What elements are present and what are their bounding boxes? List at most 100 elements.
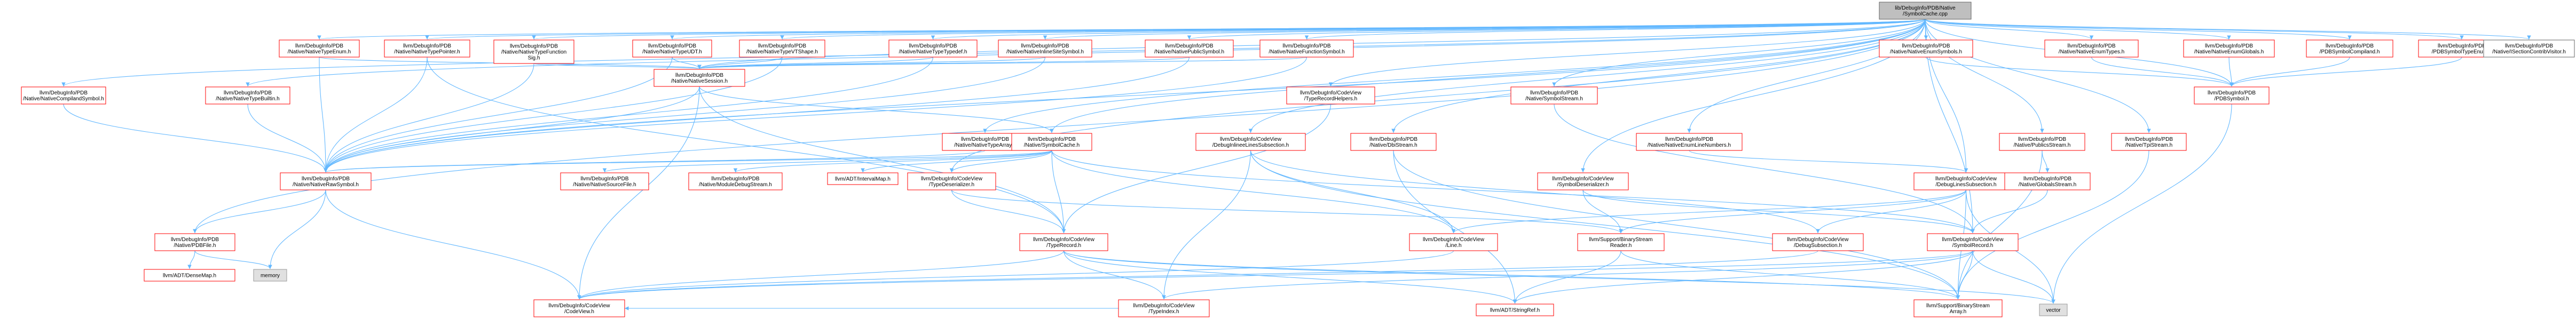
- node-session[interactable]: llvm/DebugInfo/PDB/Native/NativeSession.…: [653, 69, 745, 87]
- node-sectcontrib[interactable]: llvm/DebugInfo/PDB/Native/ISectionContri…: [2483, 39, 2575, 58]
- node-pub[interactable]: llvm/DebugInfo/PDB/Native/NativePublicSy…: [1145, 39, 1234, 58]
- dependency-edges: [61, 19, 2531, 310]
- node-pdbfile[interactable]: llvm/DebugInfo/PDB/Native/PDBFile.h: [154, 233, 235, 251]
- node-label: llvm/DebugInfo/PDB: [2326, 43, 2374, 49]
- node-raw[interactable]: llvm/DebugInfo/PDB/Native/NativeRawSymbo…: [280, 172, 372, 190]
- node-inline[interactable]: llvm/DebugInfo/PDB/Native/NativeInlineSi…: [998, 39, 1092, 58]
- dependency-edge: [325, 189, 581, 300]
- node-label: /Native/NativeTypeUDT.h: [642, 49, 702, 55]
- node-symstream[interactable]: llvm/DebugInfo/PDB/Native/SymbolStream.h: [1510, 86, 1598, 105]
- node-label: llvm/DebugInfo/PDB: [1165, 43, 1213, 49]
- node-stringref[interactable]: llvm/ADT/StringRef.h: [1476, 304, 1554, 316]
- node-enumsyms[interactable]: llvm/DebugInfo/PDB/Native/NativeEnumSymb…: [1879, 39, 1973, 58]
- dependency-edge: [951, 189, 1623, 234]
- node-label: /DebugLinesSubsection.h: [1936, 182, 1997, 188]
- dependency-edge: [324, 57, 428, 173]
- node-typeindex[interactable]: llvm/DebugInfo/CodeView/TypeIndex.h: [1118, 299, 1210, 317]
- node-label: llvm/DebugInfo/PDB: [1282, 43, 1330, 49]
- node-dbglines[interactable]: llvm/DebugInfo/CodeView/DebugInlineeLine…: [1195, 133, 1306, 151]
- node-dbistream[interactable]: llvm/DebugInfo/PDB/Native/DbiStream.h: [1350, 133, 1437, 151]
- dependency-edge: [247, 103, 328, 173]
- dependency-edge: [698, 57, 1307, 69]
- node-typerechlp[interactable]: llvm/DebugInfo/CodeView/TypeRecordHelper…: [1286, 86, 1375, 105]
- dependency-edge: [1582, 189, 1623, 234]
- node-funcsym[interactable]: llvm/DebugInfo/PDB/Native/NativeFunction…: [1259, 39, 1354, 58]
- node-box: [280, 172, 372, 190]
- node-label: Array.h: [1950, 309, 1967, 315]
- node-label: Sig.h: [528, 55, 540, 61]
- node-symdeser[interactable]: llvm/DebugInfo/CodeView/SymbolDeserializ…: [1537, 172, 1629, 190]
- node-box: [205, 86, 290, 105]
- node-label: llvm/DebugInfo/PDB: [1665, 137, 1713, 142]
- node-line[interactable]: llvm/DebugInfo/CodeView/Line.h: [1409, 233, 1498, 251]
- node-builtin[interactable]: llvm/DebugInfo/PDB/Native/NativeTypeBuil…: [205, 86, 290, 105]
- node-dbgsub[interactable]: llvm/DebugInfo/CodeView/DebugSubsection.…: [1772, 233, 1864, 251]
- node-label: /Native/NativeTypeBuiltin.h: [216, 96, 280, 102]
- node-label: llvm/DebugInfo/CodeView: [921, 176, 983, 182]
- node-srcfile[interactable]: llvm/DebugInfo/PDB/Native/NativeSourceFi…: [560, 172, 649, 190]
- dependency-edge: [2091, 57, 2234, 87]
- node-pdbcmpl[interactable]: llvm/DebugInfo/PDB/PDBSymbolCompiland.h: [2306, 39, 2393, 58]
- node-moddbg[interactable]: llvm/DebugInfo/PDB/Native/ModuleDebugStr…: [688, 172, 783, 190]
- node-label: llvm/DebugInfo/PDB: [1028, 137, 1076, 142]
- dependency-edge: [1581, 19, 1926, 173]
- node-globstream[interactable]: llvm/DebugInfo/PDB/Native/GlobalsStream.…: [2004, 172, 2091, 190]
- node-label: /SymbolCache.cpp: [1903, 11, 1948, 17]
- dependency-edge: [324, 57, 1190, 173]
- node-ptr[interactable]: llvm/DebugInfo/PDB/Native/NativeTypePoin…: [384, 39, 470, 58]
- node-box: [493, 39, 574, 64]
- node-label: /Native/NativeTypeTypedef.h: [899, 49, 967, 55]
- node-box: [1927, 233, 2019, 251]
- dependency-edge: [949, 150, 1052, 173]
- node-label: llvm/ADT/StringRef.h: [1490, 308, 1540, 314]
- node-box: [154, 233, 235, 251]
- dependency-nodes: lib/DebugInfo/PDB/Native/SymbolCache.cpp…: [21, 2, 2575, 317]
- node-codeview[interactable]: llvm/DebugInfo/CodeView/CodeView.h: [533, 299, 625, 317]
- node-label: llvm/DebugInfo/PDB: [1530, 90, 1578, 96]
- node-symrec[interactable]: llvm/DebugInfo/CodeView/SymbolRecord.h: [1927, 233, 2019, 251]
- dependency-edge: [1250, 150, 1456, 234]
- dependency-edge: [861, 150, 1052, 173]
- node-typedeser[interactable]: llvm/DebugInfo/CodeView/TypeDeserializer…: [907, 172, 996, 190]
- node-cmpl[interactable]: llvm/DebugInfo/PDB/Native/NativeCompilan…: [21, 86, 106, 105]
- node-func[interactable]: llvm/DebugInfo/PDB/Native/NativeTypeFunc…: [493, 39, 574, 64]
- node-enumline[interactable]: llvm/DebugInfo/PDB/Native/NativeEnumLine…: [1636, 133, 1743, 151]
- node-tpistream[interactable]: llvm/DebugInfo/PDB/Native/TpiStream.h: [2111, 133, 2187, 151]
- dependency-edge: [324, 57, 934, 173]
- node-symcache[interactable]: llvm/DebugInfo/PDB/Native/SymbolCache.h: [1011, 133, 1092, 151]
- dependency-edge: [2230, 57, 2350, 87]
- node-label: llvm/DebugInfo/PDB: [648, 43, 696, 49]
- dependency-edge: [1552, 19, 1926, 87]
- node-interval[interactable]: llvm/ADT/IntervalMap.h: [827, 172, 899, 185]
- node-box: [2194, 86, 2270, 105]
- node-label: llvm/Support/BinaryStream: [1926, 303, 1990, 309]
- node-enumglob[interactable]: llvm/DebugInfo/PDB/Native/NativeEnumGlob…: [2183, 39, 2275, 58]
- node-udt[interactable]: llvm/DebugInfo/PDB/Native/NativeTypeUDT.…: [632, 39, 712, 58]
- node-pubstream[interactable]: llvm/DebugInfo/PDB/Native/PublicsStream.…: [1999, 133, 2085, 151]
- node-label: llvm/DebugInfo/PDB: [403, 43, 451, 49]
- dependency-edge: [697, 57, 934, 69]
- node-label: llvm/DebugInfo/CodeView: [1300, 90, 1362, 96]
- node-vt[interactable]: llvm/DebugInfo/PDB/Native/NativeTypeVTSh…: [739, 39, 825, 58]
- node-box: [1259, 39, 1354, 58]
- node-typerec[interactable]: llvm/DebugInfo/CodeView/TypeRecord.h: [1019, 233, 1108, 251]
- node-dbglinessub[interactable]: llvm/DebugInfo/CodeView/DebugLinesSubsec…: [1913, 172, 2019, 190]
- node-enumtypes[interactable]: llvm/DebugInfo/PDB/Native/NativeEnumType…: [2044, 39, 2139, 58]
- node-typedef[interactable]: llvm/DebugInfo/PDB/Native/NativeTypeType…: [888, 39, 978, 58]
- node-box: [1476, 304, 1554, 316]
- node-label: llvm/DebugInfo/PDB: [961, 137, 1009, 142]
- node-label: /Native/NativeFunctionSymbol.h: [1269, 49, 1344, 55]
- node-box: [688, 172, 783, 190]
- node-pdbsym[interactable]: llvm/DebugInfo/PDB/PDBSymbol.h: [2194, 86, 2270, 105]
- node-label: llvm/DebugInfo/PDB: [1021, 43, 1069, 49]
- node-label: /Native/NativeTypeFunction: [501, 50, 566, 55]
- node-enum[interactable]: llvm/DebugInfo/PDB/Native/NativeTypeEnum…: [279, 39, 360, 58]
- node-box: [653, 69, 745, 87]
- dependency-edge: [1451, 189, 1967, 234]
- node-densemap[interactable]: llvm/ADT/DenseMap.h: [144, 269, 235, 282]
- dependency-edge: [63, 103, 328, 173]
- node-box: [2483, 39, 2575, 58]
- node-label: /Native/NativeEnumLineNumbers.h: [1648, 142, 1731, 148]
